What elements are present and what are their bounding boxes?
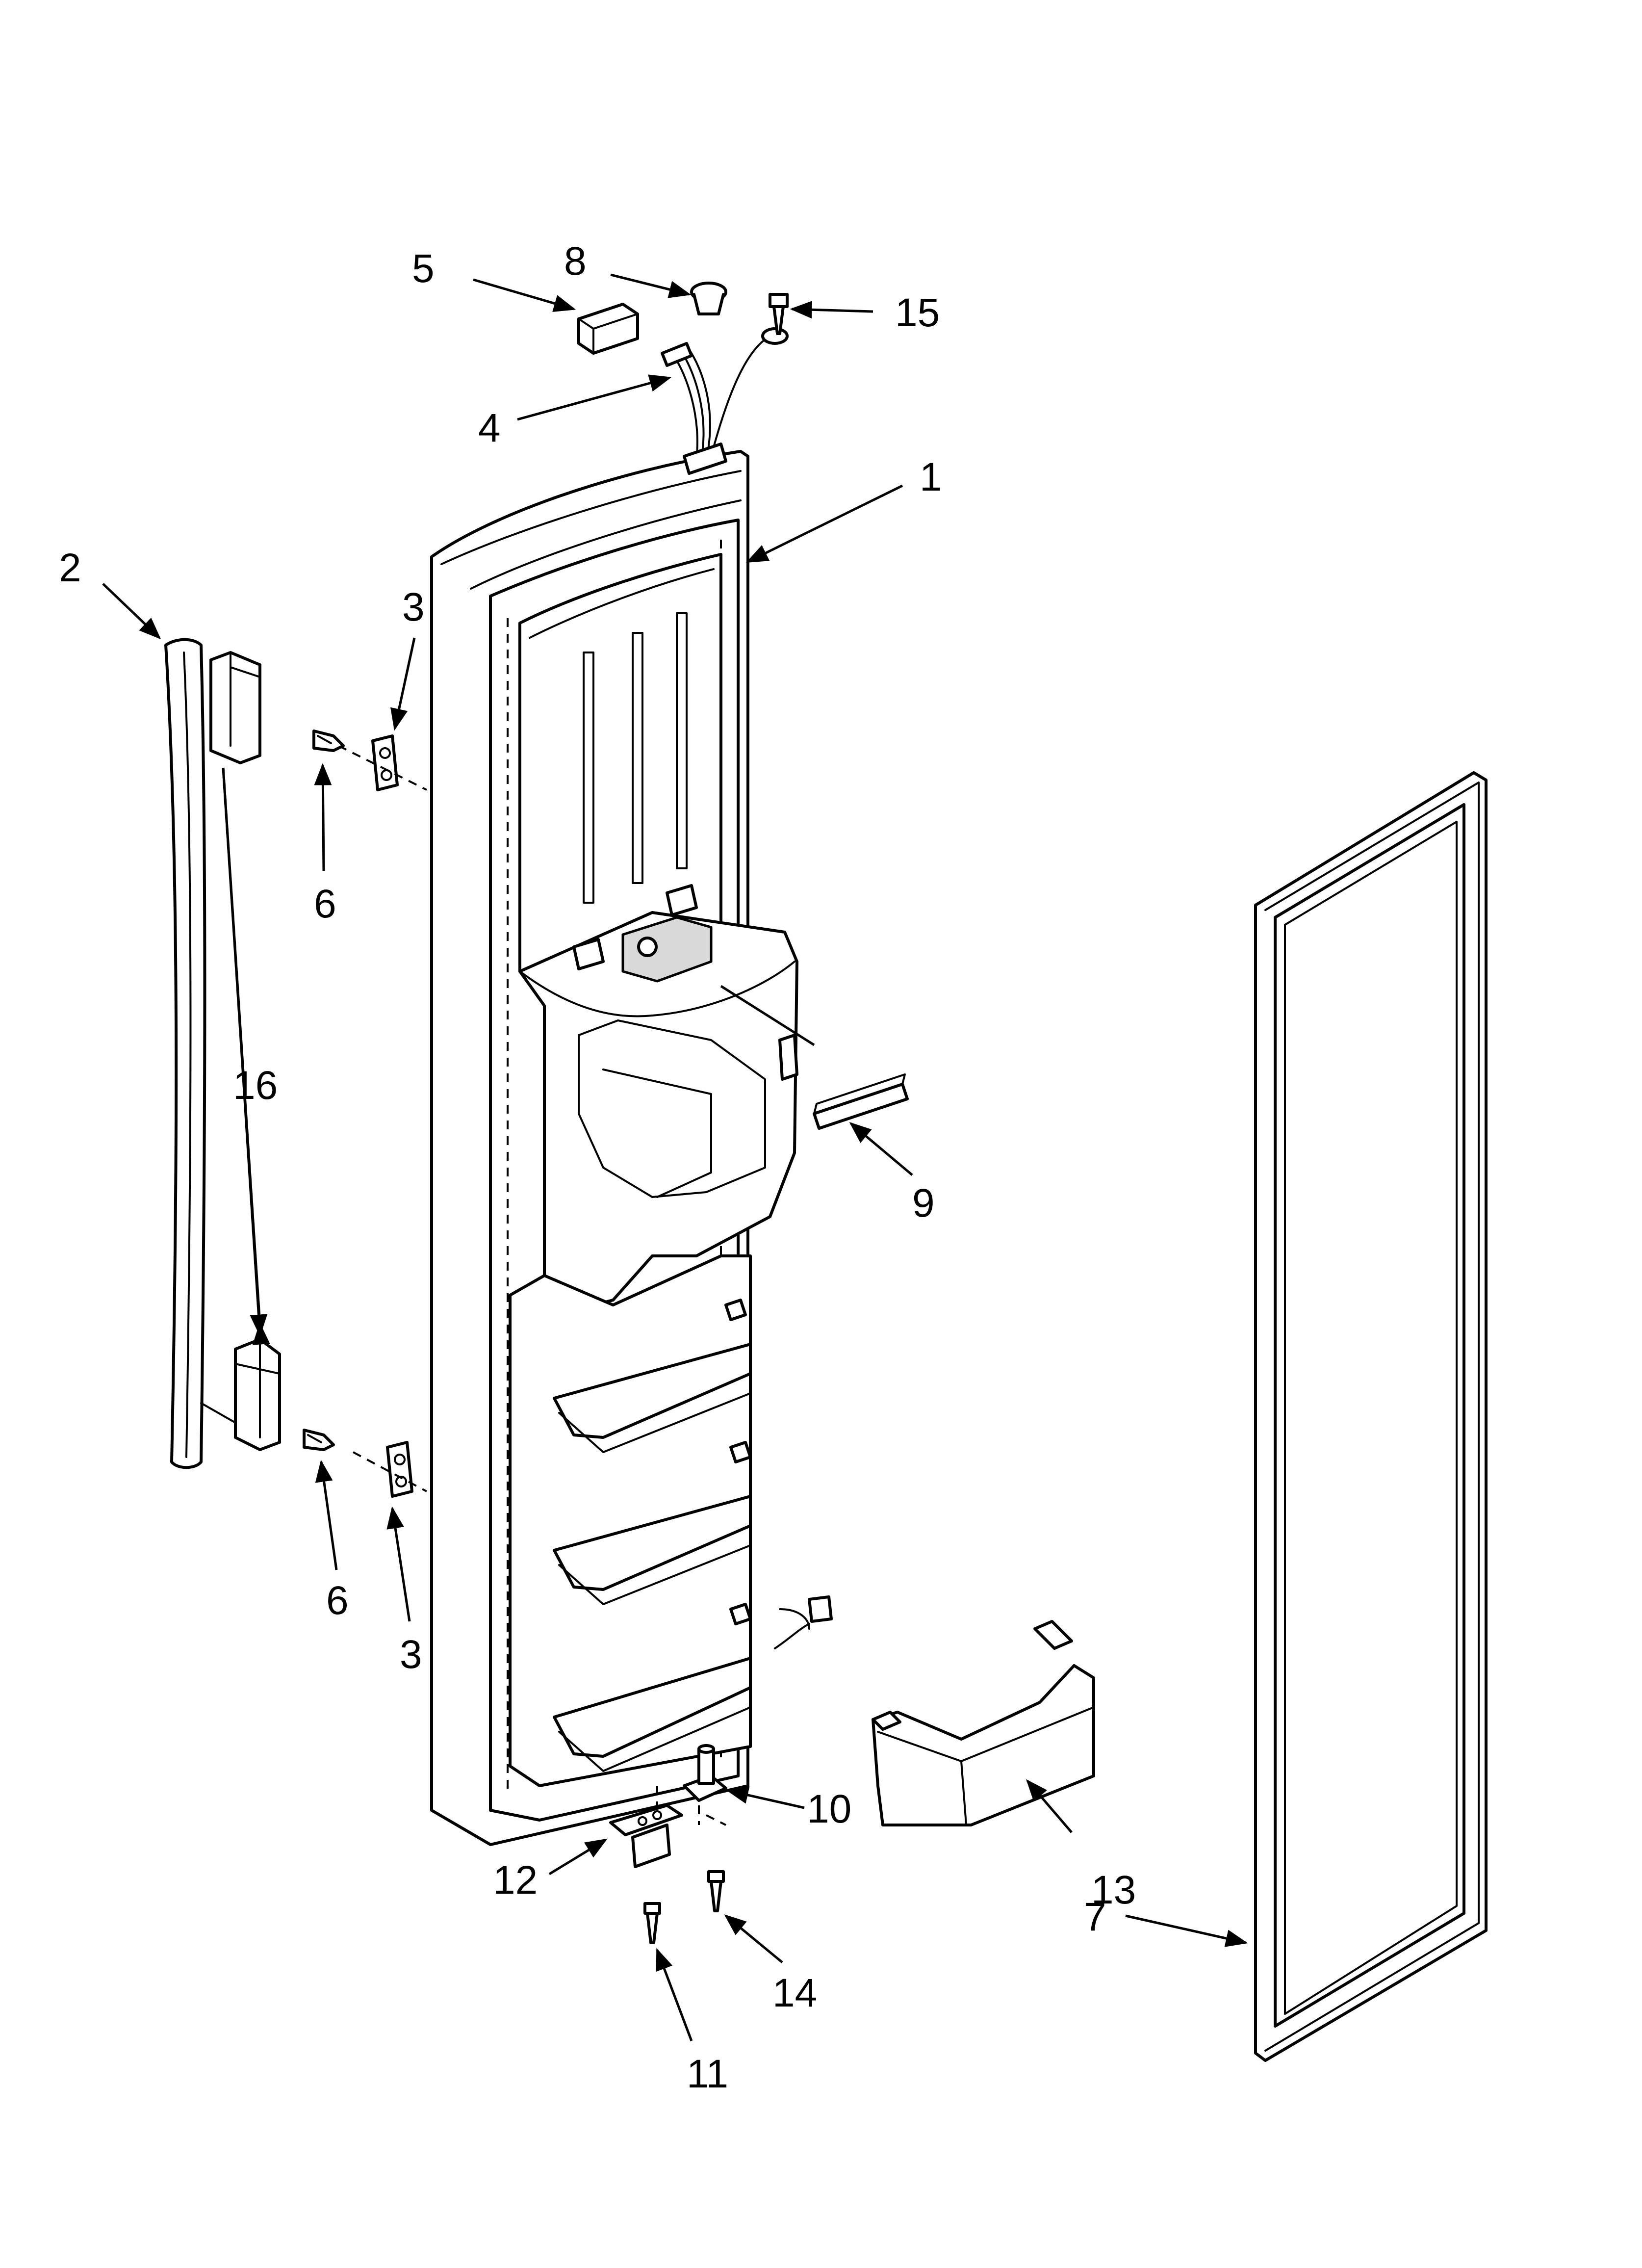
callout-14: 14 bbox=[772, 1971, 817, 2015]
leader-4 bbox=[517, 374, 672, 421]
chute-seal-part bbox=[720, 985, 909, 1130]
leader-12 bbox=[548, 1838, 608, 1876]
door-panel-part bbox=[430, 450, 833, 1846]
callout-6-lower: 6 bbox=[326, 1578, 349, 1623]
hinge-plate-part bbox=[609, 1804, 683, 1868]
callout-5: 5 bbox=[412, 246, 435, 291]
callout-1: 1 bbox=[920, 455, 942, 499]
leader-14 bbox=[724, 1914, 783, 1963]
handle-end-cap-lower-part bbox=[200, 1338, 281, 1451]
callout-2: 2 bbox=[59, 546, 81, 590]
callout-13: 13 bbox=[1091, 1868, 1136, 1912]
wire-harness-part bbox=[661, 327, 789, 475]
handle-bracket-upper-part bbox=[371, 734, 399, 791]
handle-end-cap-upper-part bbox=[209, 651, 261, 764]
callout-15: 15 bbox=[895, 290, 940, 335]
hinge-screw-left-part bbox=[643, 1902, 661, 1944]
hinge-screw-right-part bbox=[707, 1870, 725, 1912]
leader-11 bbox=[656, 1948, 693, 2041]
callout-4: 4 bbox=[478, 406, 501, 450]
leader-3b bbox=[386, 1506, 411, 1622]
callout-12: 12 bbox=[493, 1858, 538, 1903]
screw-lower-part bbox=[303, 1429, 335, 1451]
callout-3-upper: 3 bbox=[402, 585, 425, 629]
leader-6a bbox=[314, 763, 332, 871]
handle-bracket-lower-part bbox=[386, 1441, 413, 1498]
callout-6-upper: 6 bbox=[314, 882, 336, 926]
leader-3a bbox=[390, 637, 416, 731]
leader-7 bbox=[1125, 1914, 1248, 1947]
callout-3-lower: 3 bbox=[400, 1632, 422, 1677]
leader-6b bbox=[315, 1460, 338, 1570]
leader-9 bbox=[849, 1122, 913, 1176]
door-bin-part bbox=[872, 1620, 1095, 1826]
leader-2 bbox=[102, 583, 161, 640]
leader-1 bbox=[745, 484, 903, 563]
door-gasket-part bbox=[1254, 771, 1488, 2062]
leader-8 bbox=[610, 273, 692, 298]
leader-10 bbox=[726, 1786, 805, 1809]
screw-top-part bbox=[769, 293, 789, 335]
callout-10: 10 bbox=[807, 1787, 851, 1831]
callout-16: 16 bbox=[233, 1063, 278, 1108]
leader-16b bbox=[222, 767, 268, 1337]
connector-part bbox=[577, 303, 639, 355]
callout-9: 9 bbox=[912, 1181, 935, 1225]
screw-upper-part bbox=[312, 730, 345, 752]
plug-part bbox=[690, 282, 727, 315]
leader-13 bbox=[1026, 1779, 1073, 1833]
leader-15 bbox=[790, 301, 873, 319]
leader-5 bbox=[473, 278, 576, 312]
handle-part bbox=[164, 638, 206, 1469]
callout-8: 8 bbox=[564, 239, 587, 284]
callout-7: 7 bbox=[1084, 1895, 1106, 1939]
hinge-pin-part bbox=[683, 1744, 727, 1802]
callout-11: 11 bbox=[687, 2052, 728, 2096]
